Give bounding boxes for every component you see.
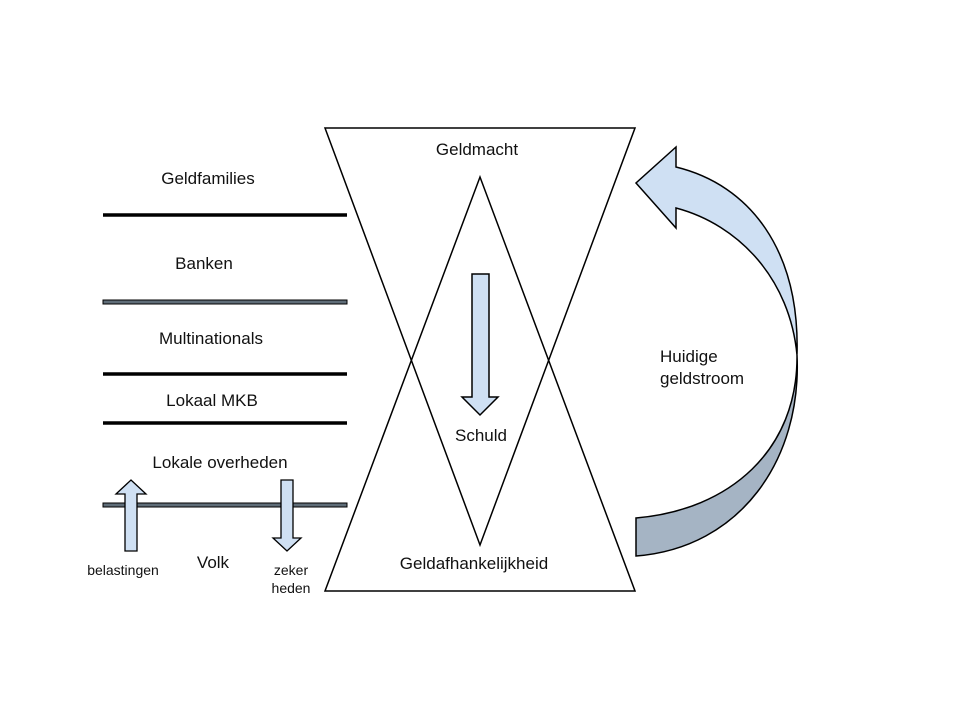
geldafhankelijkheid-triangle bbox=[323, 174, 637, 592]
geldstroom-label-line2: geldstroom bbox=[660, 369, 745, 388]
geldstroom-arrow-upper bbox=[634, 145, 798, 356]
layer-label-lokale-overheden: Lokale overheden bbox=[152, 453, 288, 472]
layer-line-lokale-overheden bbox=[102, 502, 348, 508]
zekerheden-arrow-down bbox=[271, 479, 303, 552]
geldstroom-label-line1: Huidige bbox=[660, 347, 718, 366]
zekerheden-label-line2: heden bbox=[271, 580, 311, 596]
zekerheden-label-line1: zeker bbox=[273, 562, 309, 578]
schuld-arrow-down bbox=[460, 273, 500, 417]
geldafhankelijkheid-label: Geldafhankelijkheid bbox=[399, 554, 549, 573]
layer-label-multinationals: Multinationals bbox=[159, 329, 263, 348]
geldmacht-label: Geldmacht bbox=[435, 140, 519, 159]
belastingen-label: belastingen bbox=[87, 562, 159, 578]
layer-label-lokaal-mkb: Lokaal MKB bbox=[166, 391, 258, 410]
volk-label: Volk bbox=[196, 553, 230, 572]
geldstroom-arrow-lower bbox=[635, 354, 798, 557]
geldmacht-triangle bbox=[323, 127, 637, 548]
layer-label-geldfamilies: Geldfamilies bbox=[161, 169, 255, 188]
layer-label-banken: Banken bbox=[175, 254, 233, 273]
layer-line-banken bbox=[102, 299, 348, 305]
belastingen-arrow-up bbox=[114, 479, 148, 552]
schuld-label: Schuld bbox=[455, 426, 507, 445]
